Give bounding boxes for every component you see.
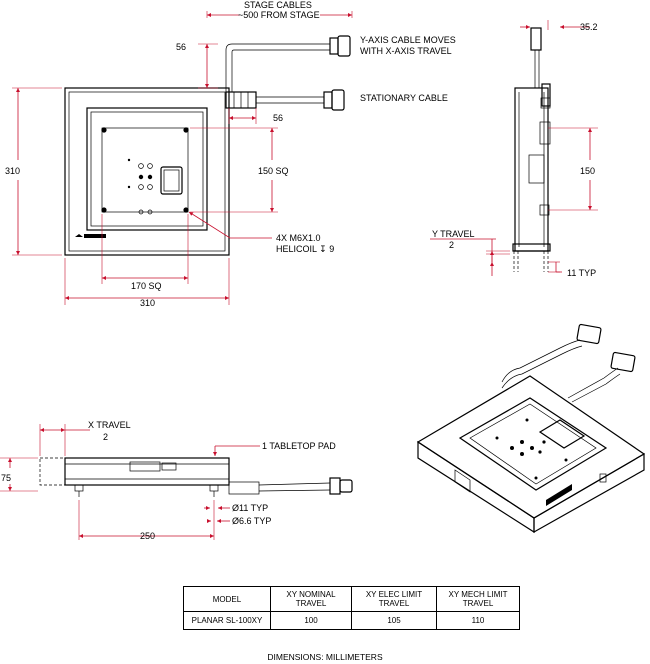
table-row: PLANAR SL-100XY 100 105 110 [183, 611, 520, 630]
tabletop-outline [86, 107, 208, 231]
dia-6-6-typ: Ø6.6 TYP [232, 516, 271, 526]
iso-connector-2 [610, 351, 636, 373]
header-nominal-line-1: XY NOMINAL [286, 590, 336, 599]
mount-hole [101, 207, 107, 213]
header-model: MODEL [183, 586, 271, 612]
stationary-cable-note: STATIONARY CABLE [360, 93, 448, 103]
dia-11-typ: Ø11 TYP [232, 503, 268, 513]
mounting-square [101, 127, 189, 213]
dim-56-horizontal: 56 [273, 113, 283, 123]
dim-56-vertical: 56 [176, 42, 186, 52]
stage-outline-front [64, 457, 230, 486]
header-elec-line-1: XY ELEC LIMIT [365, 590, 423, 599]
dim-150-sq: 150 SQ [258, 166, 289, 176]
stage-cables-length: ~500 FROM STAGE [238, 10, 320, 20]
y-travel-label: Y TRAVEL [432, 229, 475, 239]
top-view: STAGE CABLES ~500 FROM STAGE 56 56 Y-AXI… [5, 0, 456, 308]
cell-mech-limit: 110 [436, 611, 520, 630]
dim-310-left: 310 [5, 166, 20, 176]
dim-170-sq: 170 SQ [131, 281, 162, 291]
y-axis-cable-note: Y-AXIS CABLE MOVES [360, 35, 456, 45]
mount-hole [183, 127, 189, 133]
tabletop-pad-label: 1 TABLETOP PAD [262, 441, 336, 451]
dim-35-2: 35.2 [580, 22, 598, 32]
stage-cables-label: STAGE CABLES [244, 0, 312, 10]
x-travel-label: X TRAVEL [88, 420, 131, 430]
mount-hole [183, 207, 189, 213]
moving-cable [225, 43, 330, 92]
header-elec-line-2: TRAVEL [378, 599, 410, 608]
header-model-label: MODEL [212, 594, 242, 604]
dim-11-typ: 11 TYP [567, 268, 596, 278]
side-connector-top [530, 27, 542, 51]
side-view: 35.2 150 Y TRAVEL 2 11 TYP [430, 20, 598, 278]
front-connector-2 [339, 479, 353, 493]
iso-tabletop [458, 397, 608, 491]
hole-callout-2: HELICOIL ↧ 9 [276, 244, 334, 254]
foot-left [74, 484, 84, 492]
access-window [160, 166, 183, 195]
stationary-cable-connector [331, 89, 345, 111]
foot-right [209, 484, 219, 492]
y-travel-value: 2 [449, 240, 454, 250]
cell-model: PLANAR SL-100XY [183, 611, 271, 630]
dim-250: 250 [140, 531, 155, 541]
side-connector-mid [541, 83, 551, 107]
dim-150-side: 150 [580, 166, 595, 176]
front-connector-1 [329, 477, 341, 495]
header-mech-line-1: XY MECH LIMIT [448, 590, 508, 599]
header-nominal-line-2: TRAVEL [295, 599, 327, 608]
y-cable-connector [337, 35, 351, 57]
isometric-view [416, 323, 646, 534]
stage-outline-side [514, 87, 549, 252]
cell-elec-limit: 105 [351, 611, 437, 630]
x-travel-value: 2 [103, 432, 108, 442]
header-mech-line-2: TRAVEL [462, 599, 494, 608]
aerotech-logo [75, 234, 83, 237]
iso-connector-1 [576, 323, 602, 345]
mount-hole [101, 127, 107, 133]
cell-nominal-travel: 100 [270, 611, 352, 630]
dim-75: 75 [1, 473, 11, 483]
dim-310-bottom: 310 [140, 298, 155, 308]
front-view: X TRAVEL 2 1 TABLETOP PAD 75 Ø11 TYP Ø6.… [0, 420, 353, 541]
y-axis-cable-note-2: WITH X-AXIS TRAVEL [360, 46, 452, 56]
hole-callout: 4X M6X1.0 [276, 233, 321, 243]
stage-outline-top [64, 87, 230, 256]
units-note: DIMENSIONS: MILLIMETERS [267, 652, 383, 662]
